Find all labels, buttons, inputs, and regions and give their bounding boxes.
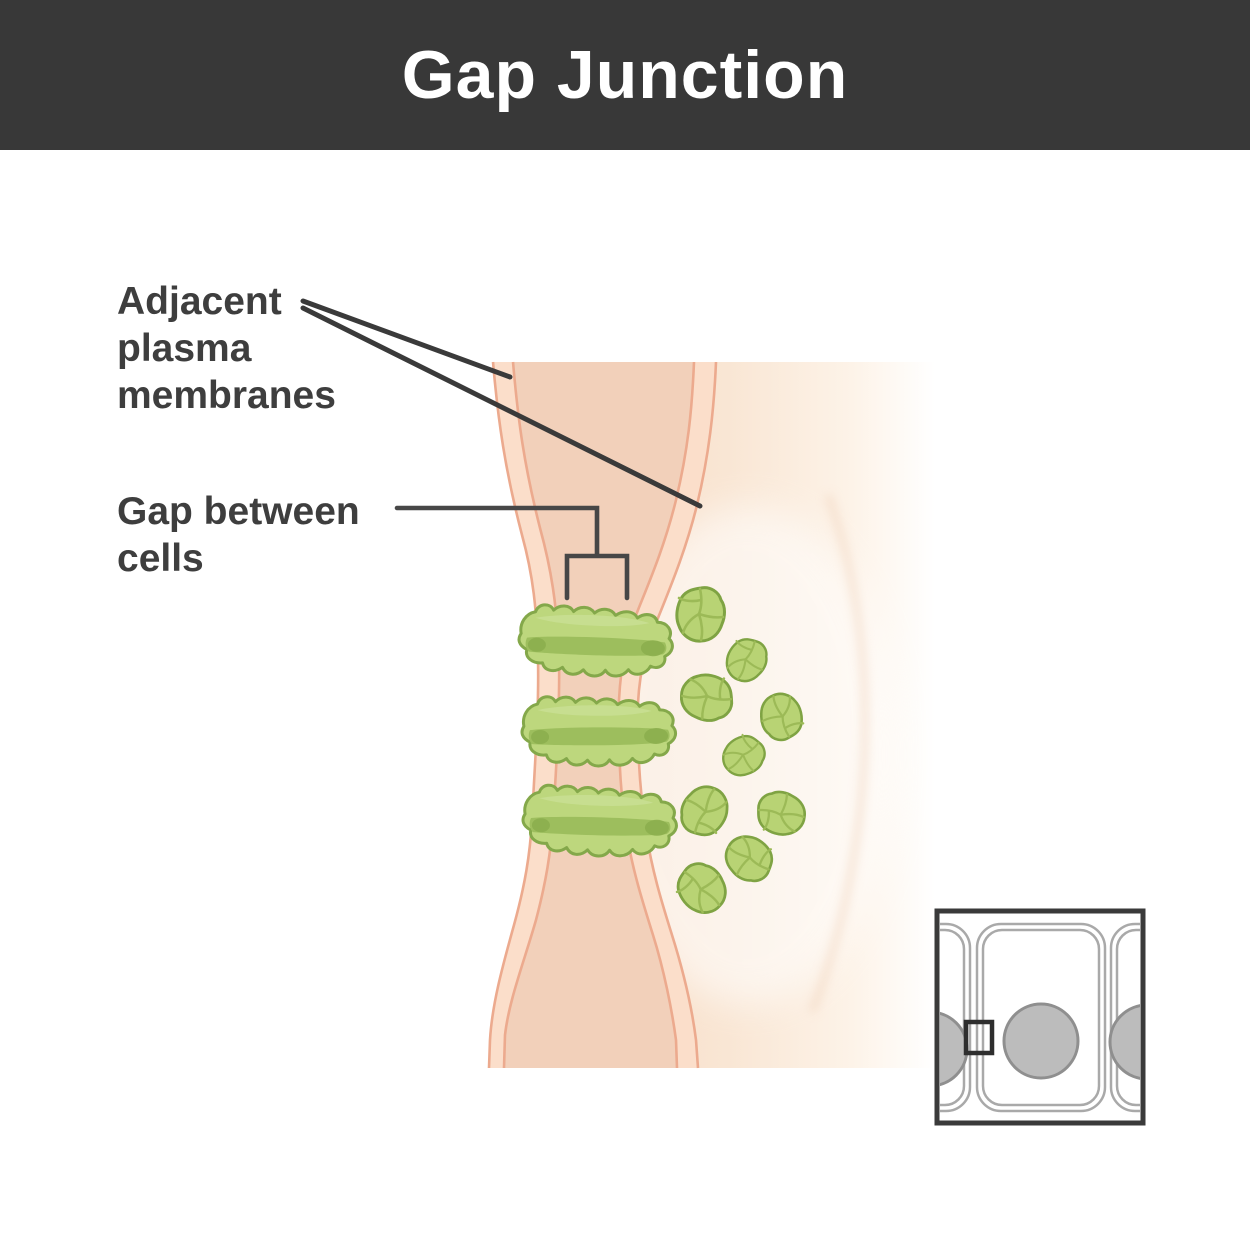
inset-nucleus (1108, 1004, 1140, 1080)
pointer-line-right-membrane (300, 305, 703, 509)
page-title: Gap Junction (401, 37, 849, 113)
inset-highlight-box (963, 1019, 995, 1056)
tissue-location-inset (934, 908, 1146, 1126)
label-adjacent-plasma-membranes: Adjacent plasma membranes (117, 280, 336, 417)
pointer-line-left-membrane (300, 298, 513, 380)
gap-pointer-line (394, 505, 600, 557)
title-bar: Gap Junction (0, 0, 1250, 150)
connexon-row (519, 693, 678, 769)
gap-bracket (564, 553, 630, 601)
molecule-cluster (675, 586, 726, 643)
cell2-rim (808, 493, 869, 1014)
label-gap-between-cells: Gap between cells (117, 490, 360, 580)
inset-cell (1109, 922, 1140, 1113)
inset-nucleus (1002, 1002, 1080, 1080)
inset-cell (940, 922, 972, 1113)
inset-cell (975, 922, 1107, 1113)
